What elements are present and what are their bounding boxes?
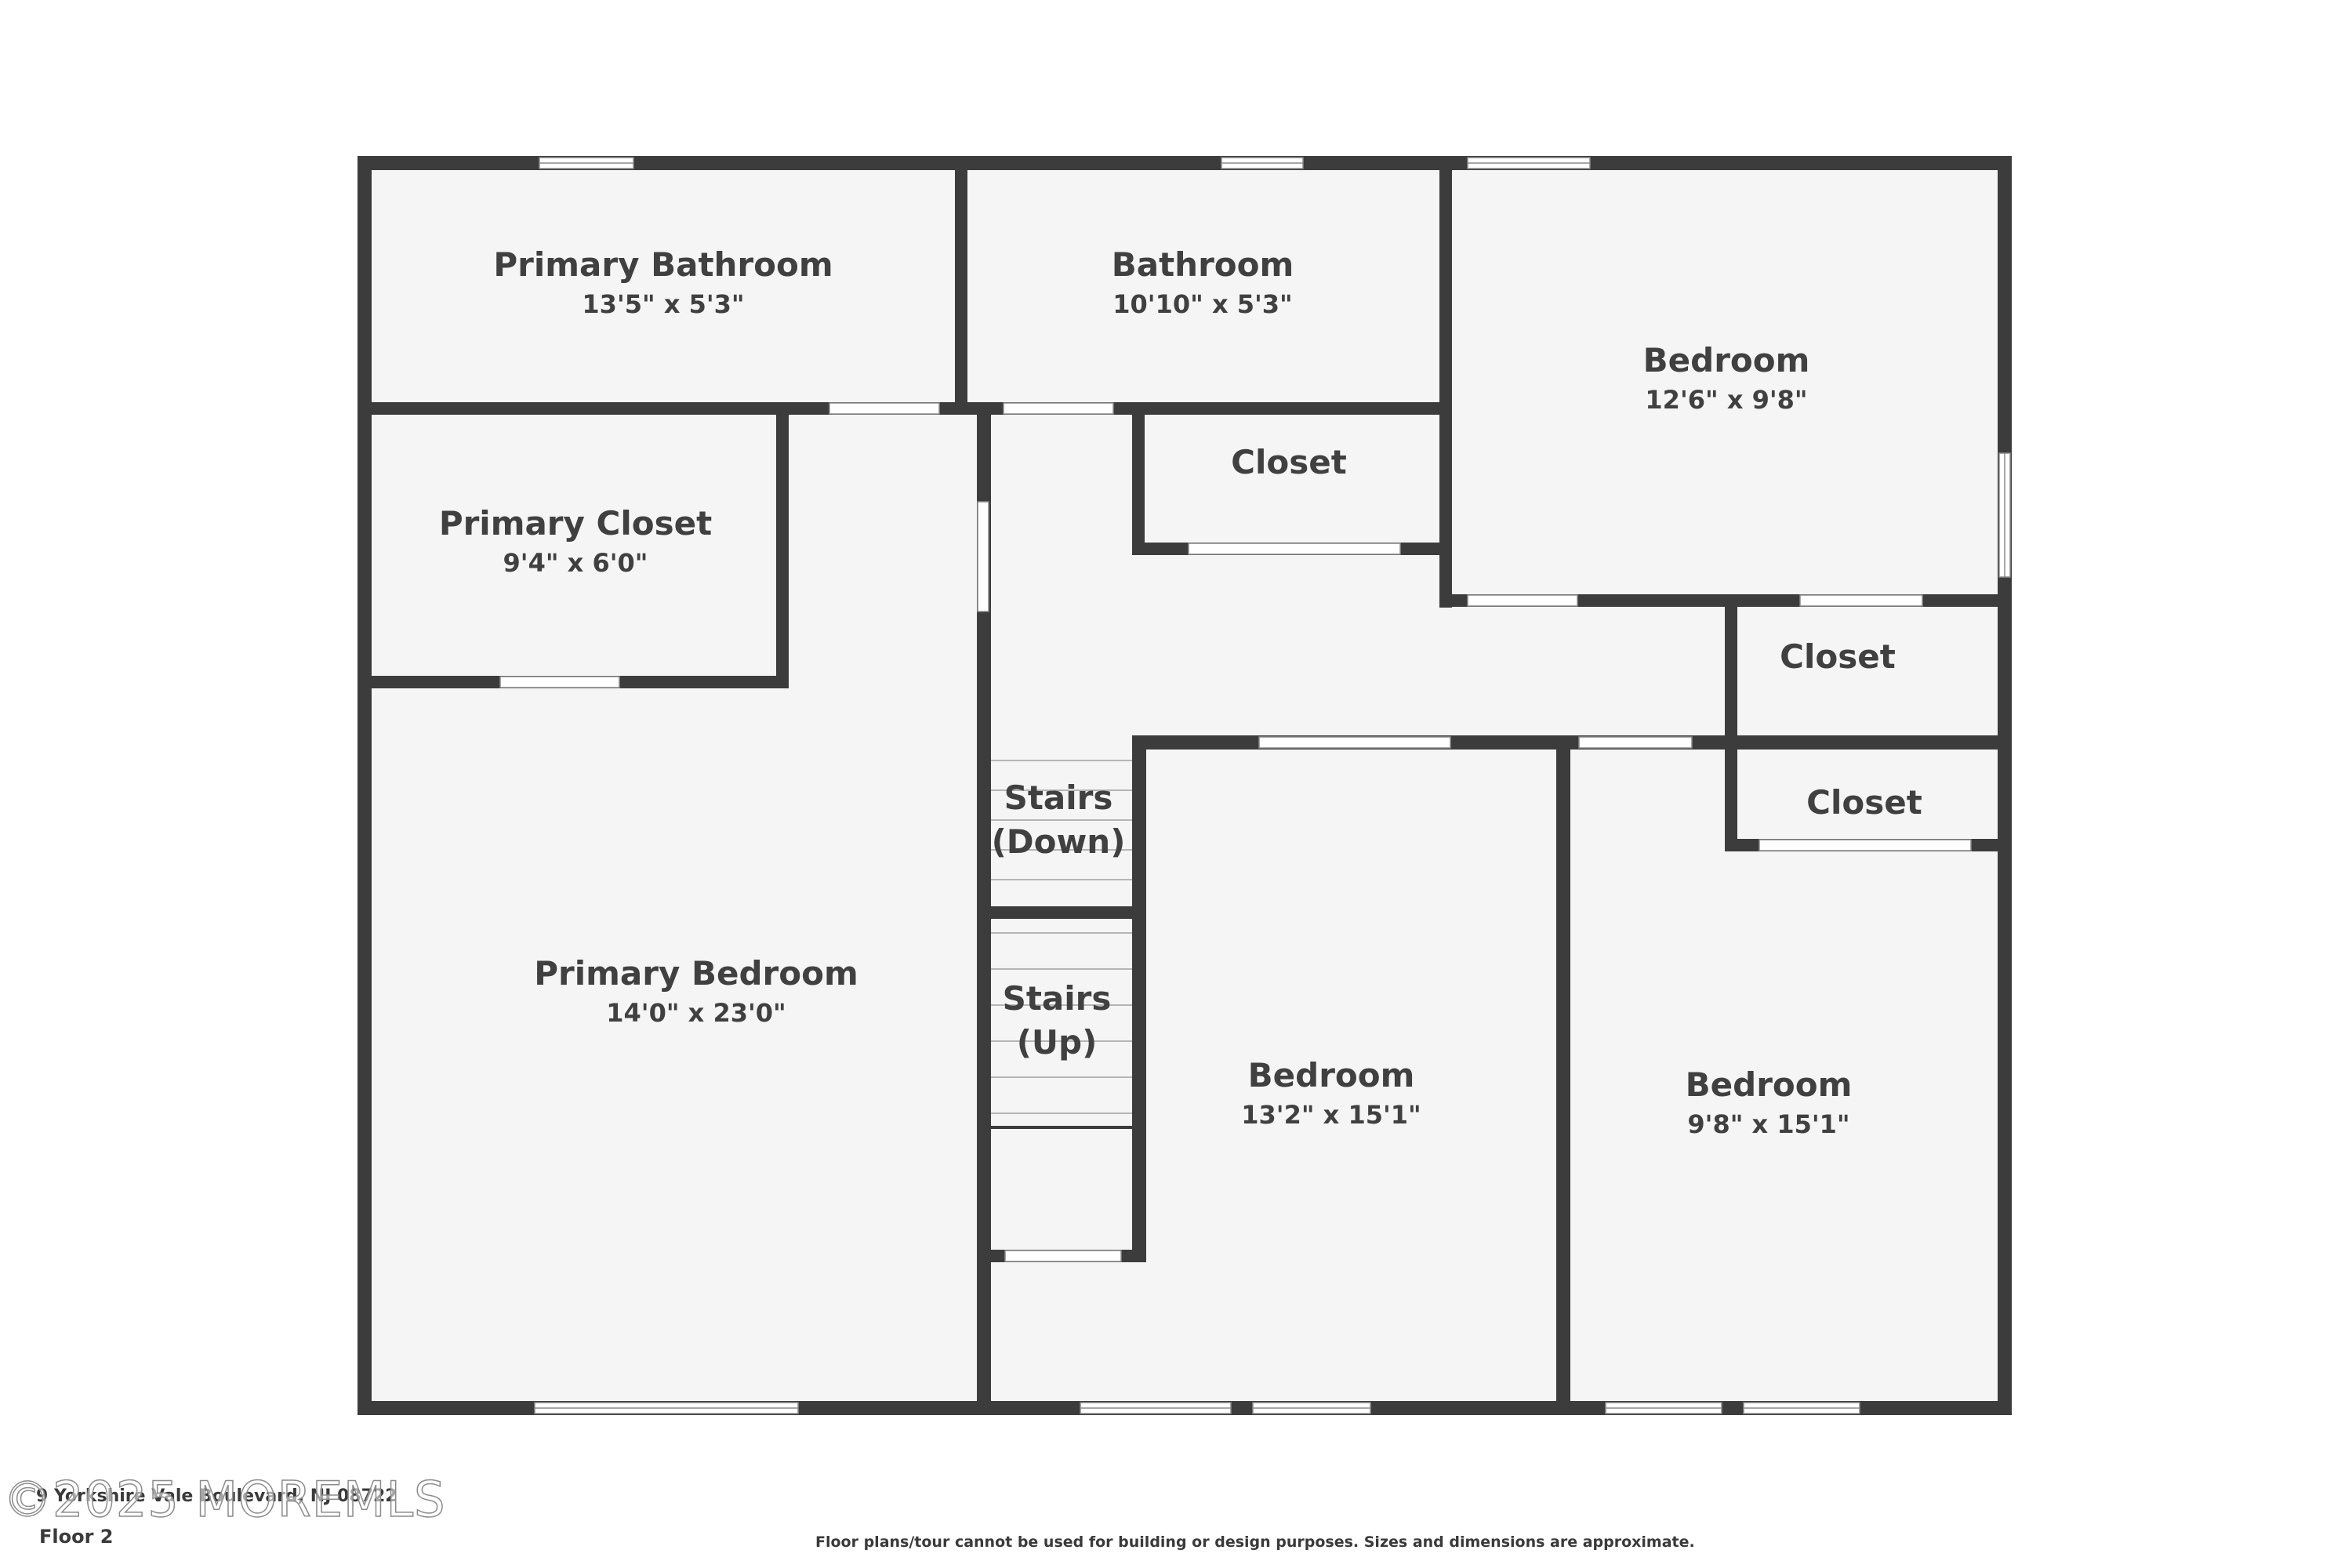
doorway xyxy=(1004,1250,1122,1262)
wall-primary-closet-right xyxy=(776,402,789,688)
room-dimensions: 9'8" x 15'1" xyxy=(1687,1109,1849,1139)
doorway xyxy=(977,501,989,612)
room-name: Closet xyxy=(1231,443,1347,481)
room-dimensions: 10'10" x 5'3" xyxy=(1112,289,1292,319)
room-dimensions: 9'4" x 6'0" xyxy=(503,548,648,578)
room-name: Bedroom xyxy=(1643,341,1810,379)
room-dimensions: 13'2" x 15'1" xyxy=(1241,1100,1421,1130)
wall-bedroom-divider xyxy=(1556,735,1570,1415)
room-name: Stairs xyxy=(1004,779,1113,817)
copyright-watermark: ©2025 MOREMLS xyxy=(2,1470,446,1529)
room-name: (Down) xyxy=(992,822,1126,861)
exterior-wall-left xyxy=(358,156,372,1415)
wall-bath-divider xyxy=(955,156,967,415)
doorway xyxy=(829,402,940,415)
wall-bedroom-top-left xyxy=(1439,156,1452,608)
stair-landing-edge xyxy=(991,1126,1132,1129)
room-name: Stairs xyxy=(1003,979,1112,1018)
doorway xyxy=(1759,839,1972,851)
wall-closets-left xyxy=(1725,594,1737,851)
doorway xyxy=(1578,736,1693,749)
room-labels: Primary Bathroom 13'5" x 5'3" Bathroom 1… xyxy=(439,245,1922,1139)
property-address: 9 Yorkshire Vale Boulevard, NJ 08722 xyxy=(36,1486,397,1506)
doorway xyxy=(1258,736,1451,749)
windows xyxy=(534,157,2011,1414)
room-name: (Up) xyxy=(1017,1023,1098,1062)
room-dimensions: 14'0" x 23'0" xyxy=(606,998,786,1028)
floor-label: Floor 2 xyxy=(39,1526,114,1548)
doorway xyxy=(1467,594,1578,607)
room-name: Bedroom xyxy=(1248,1056,1415,1094)
wall-stairs-mid xyxy=(977,906,1146,919)
disclaimer-text: Floor plans/tour cannot be used for buil… xyxy=(815,1534,1695,1551)
doorway xyxy=(499,676,620,688)
doorways xyxy=(499,402,1972,1262)
doorway xyxy=(1188,543,1401,555)
doorway xyxy=(1799,594,1923,607)
room-name: Closet xyxy=(1780,637,1896,676)
exterior-wall-right xyxy=(1998,156,2012,1415)
doorway xyxy=(1003,402,1114,415)
room-name: Closet xyxy=(1806,783,1922,822)
stair-treads xyxy=(991,760,1132,1129)
wall-stairs-right xyxy=(1132,735,1146,1262)
exterior-wall-top xyxy=(358,156,2012,170)
room-name: Bathroom xyxy=(1112,245,1294,284)
wall-closet-top xyxy=(1132,402,1452,415)
room-dimensions: 12'6" x 9'8" xyxy=(1645,385,1807,415)
room-dimensions: 13'5" x 5'3" xyxy=(582,289,744,319)
wall-closet-left xyxy=(1132,402,1145,555)
room-name: Primary Bedroom xyxy=(534,954,858,993)
room-name: Primary Closet xyxy=(439,504,712,543)
room-name: Bedroom xyxy=(1686,1065,1853,1104)
room-name: Primary Bathroom xyxy=(493,245,833,284)
